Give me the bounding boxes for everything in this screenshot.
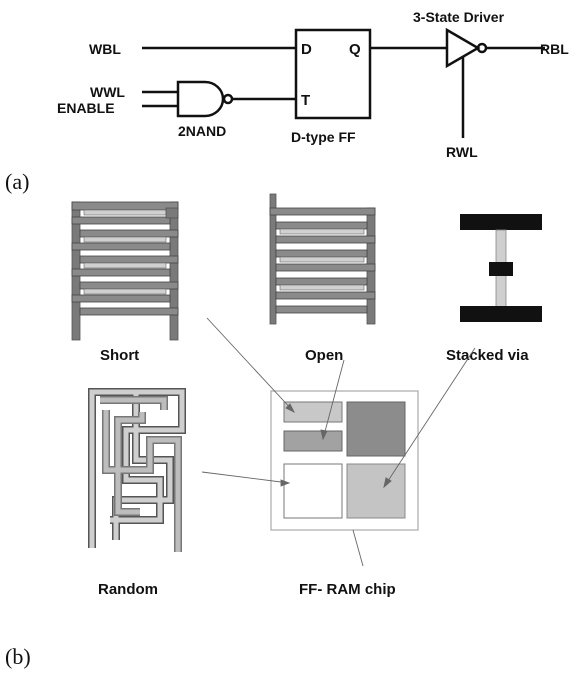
chip-block-dark (346, 401, 406, 457)
arrow-chip (352, 529, 364, 567)
nand-gate (176, 80, 225, 118)
rbl-label: RBL (540, 41, 569, 57)
arrow-open (322, 359, 345, 440)
chip-block-open (283, 430, 343, 452)
arrow-via (383, 347, 476, 488)
chip-block-random (283, 463, 343, 519)
wbl-label: WBL (89, 41, 121, 57)
caption-a: (a) (5, 169, 29, 194)
open-label: Open (305, 347, 343, 364)
chip-block-via (346, 463, 406, 519)
random-pattern (88, 388, 186, 552)
enable-label: ENABLE (57, 100, 115, 116)
ff-ram-chip (270, 390, 419, 531)
circuit-diagram (142, 27, 545, 138)
stacked-via-label: Stacked via (446, 347, 529, 364)
dff-box (294, 28, 372, 120)
arrow-short (206, 317, 295, 413)
nand-label: 2NAND (178, 123, 226, 139)
chip-block-short (283, 401, 343, 423)
ff-t-label: T (301, 92, 310, 109)
arrow-random (201, 471, 290, 484)
driver-bubble (476, 42, 488, 54)
ff-q-label: Q (349, 41, 361, 58)
chip-label: FF- RAM chip (299, 581, 396, 598)
rwl-label: RWL (446, 144, 478, 160)
short-pattern (71, 201, 179, 341)
ff-label: D-type FF (291, 129, 356, 145)
pointer-arrows (201, 317, 476, 567)
caption-b: (b) (5, 644, 31, 669)
short-label: Short (100, 347, 139, 364)
open-pattern (269, 193, 376, 325)
nand-bubble (222, 93, 234, 105)
wwl-label: WWL (90, 84, 125, 100)
stacked-via-pattern (460, 214, 542, 322)
ff-d-label: D (301, 41, 312, 58)
driver-label: 3-State Driver (413, 9, 505, 25)
random-label: Random (98, 581, 158, 598)
